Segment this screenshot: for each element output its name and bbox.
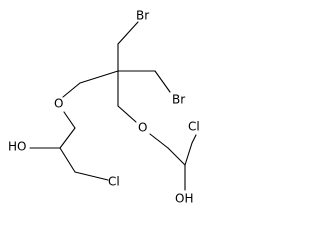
chemical-structure-diagram: Br Br O O HO OH Cl Cl	[8, 9, 200, 206]
atom-label-hydroxyl-right: OH	[175, 192, 193, 206]
atom-label-chlorine-right: Cl	[188, 120, 200, 134]
bond-ch2-to-o-left	[62, 82, 81, 98]
bond-quaternary-c-to-ch2-left	[79, 70, 119, 84]
atom-label-hydroxyl-left: HO	[8, 140, 26, 154]
bond-ch2-to-br-top	[117, 21, 139, 45]
atom-label-oxygen-right: O	[138, 121, 147, 135]
bond-o-to-ch2-left	[63, 111, 76, 129]
atom-label-oxygen-left: O	[54, 97, 63, 111]
bond-o-to-ch2-right	[149, 133, 169, 149]
atom-labels: Br Br O O HO OH Cl Cl	[8, 9, 200, 206]
bond-ch2-to-choh-left	[59, 127, 76, 149]
bond-ch2-to-cl-left	[74, 171, 109, 181]
bond-set	[29, 21, 197, 191]
bond-choh-to-ch2cl-right	[184, 142, 193, 166]
atom-label-chlorine-left: Cl	[108, 175, 120, 189]
bond-choh-to-ch2cl-left	[59, 147, 76, 173]
bond-ch2-to-br-right	[154, 70, 171, 93]
atom-label-br-top: Br	[136, 9, 149, 23]
bond-ch2-to-choh-right	[167, 147, 186, 166]
atom-label-br-right: Br	[172, 93, 185, 107]
bond-ch2-to-o-right	[117, 105, 137, 123]
bond-ch2-to-cl-right	[191, 134, 197, 144]
